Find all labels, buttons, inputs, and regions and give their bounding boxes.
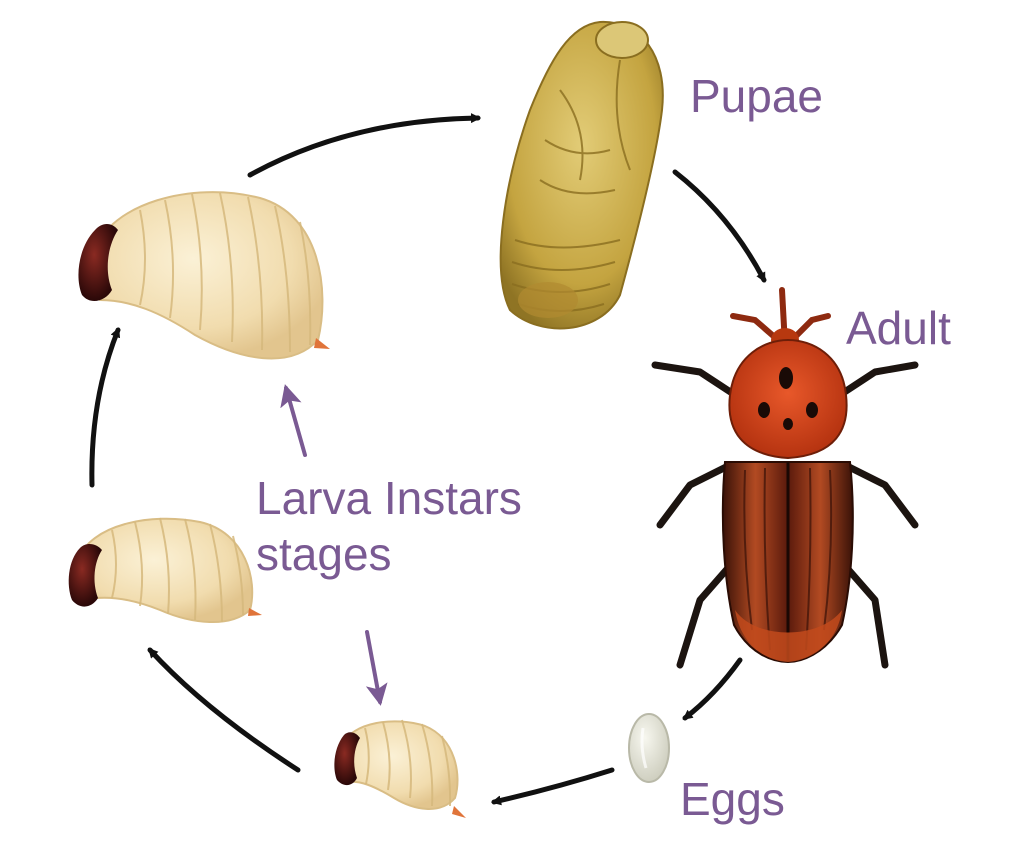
eggs-label: Eggs (680, 773, 785, 825)
larva-instars-label-line1: Larva Instars (256, 472, 522, 524)
larva-large (78, 191, 330, 360)
egg (628, 713, 670, 783)
pupae-label: Pupae (690, 70, 824, 122)
arrow-larva-to-pupae (247, 113, 481, 178)
arrow-larva-medium-to-large (89, 327, 121, 488)
larva-pointer-down-arrow (365, 630, 388, 706)
arrow-eggs-to-larva (491, 767, 615, 806)
larva-pointer-up-arrow (280, 384, 307, 457)
larva-pointer-arrows (280, 384, 388, 706)
larva-medium (68, 517, 262, 624)
cycle-arrows (89, 113, 767, 806)
adult-label: Adult (846, 302, 951, 354)
adult-weevil (651, 287, 919, 669)
arrow-adult-to-eggs (682, 657, 743, 721)
larva-instars-label-line2: stages (256, 528, 392, 580)
pupa (499, 20, 664, 330)
arrow-larva-small-to-medium (147, 647, 301, 773)
larva-small (334, 719, 466, 818)
arrow-pupae-to-adult (672, 169, 767, 283)
